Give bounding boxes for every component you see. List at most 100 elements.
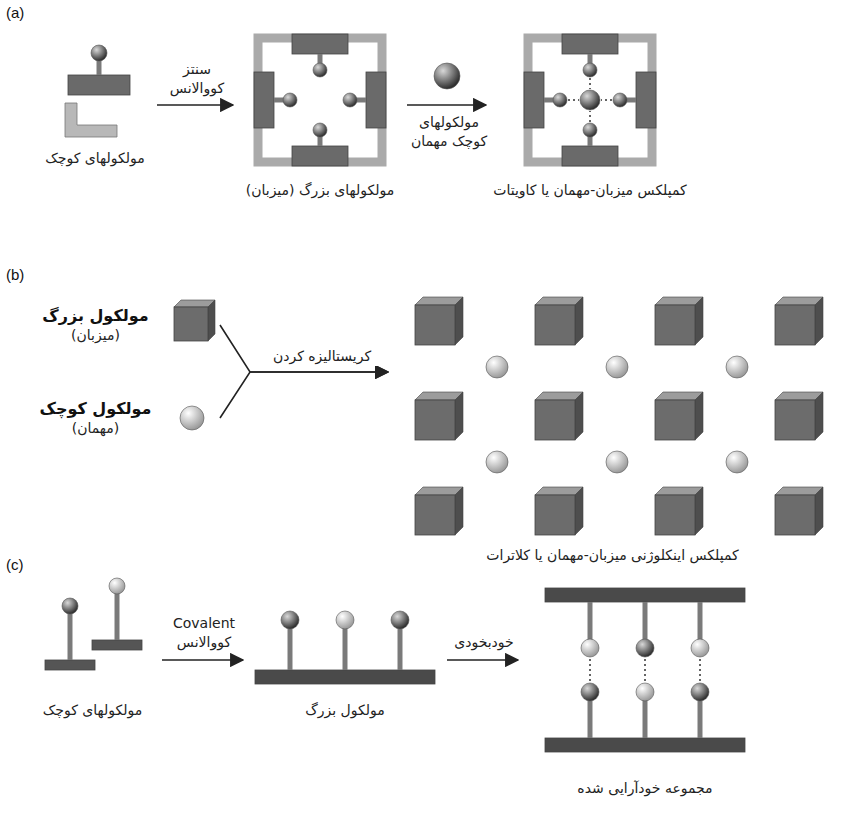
- molecule-ball: [109, 578, 125, 594]
- molecule-block: [45, 660, 95, 670]
- molecule-block: [562, 34, 618, 54]
- molecule-ball: [434, 63, 460, 89]
- molecule-ball: [553, 93, 567, 107]
- cube-side: [815, 487, 823, 535]
- molecule-stick: [398, 628, 403, 670]
- cube-front: [775, 400, 815, 440]
- molecule-ball: [486, 451, 508, 473]
- caption-text: مولکول کوچک: [40, 398, 152, 420]
- weak-bond: [589, 111, 591, 122]
- molecule-ball: [726, 356, 748, 378]
- molecule-ball: [391, 611, 409, 629]
- weak-bond: [644, 659, 646, 681]
- cube-side: [455, 487, 463, 535]
- molecule-block: [255, 670, 435, 684]
- molecule-block: [92, 640, 142, 650]
- molecule-ball: [281, 611, 299, 629]
- molecule-stick: [343, 628, 348, 670]
- caption-text: (مهمان): [72, 419, 120, 438]
- reaction-arrow: [220, 372, 388, 418]
- molecule-ball: [580, 90, 600, 110]
- molecule-ball: [581, 683, 599, 701]
- molecule-ball: [726, 451, 748, 473]
- legend-item: مولکول کوچک(مهمان): [28, 388, 218, 448]
- molecule-ball: [336, 611, 354, 629]
- stage-group: مولکولهای کوچک: [25, 580, 160, 722]
- stage-group: کمپلکس میزبان-مهمان یا کاویتات: [488, 28, 692, 202]
- molecule-stick: [588, 700, 593, 738]
- molecule-ball: [613, 93, 627, 107]
- molecule-ball: [691, 639, 709, 657]
- arrow-label: خودبخودی: [446, 633, 522, 652]
- molecule-ball: [583, 63, 597, 77]
- cube-side: [208, 300, 215, 341]
- weak-bond: [589, 78, 591, 89]
- l-molecule: [65, 103, 117, 137]
- caption-text: مولکول بزرگ: [305, 701, 385, 720]
- reaction-arrow: [220, 325, 388, 372]
- cube-side: [575, 487, 583, 535]
- molecule-ball: [583, 123, 597, 137]
- molecule-block: [524, 72, 544, 128]
- cube-front: [775, 305, 815, 345]
- molecule-ball: [486, 356, 508, 378]
- molecule-ball: [606, 356, 628, 378]
- molecule-ball: [636, 683, 654, 701]
- molecule-ball: [581, 639, 599, 657]
- stage-group: کمپلکس اینکلوژنی میزبان-مهمان یا کلاترات: [390, 283, 835, 567]
- reaction-arrow: [157, 104, 233, 106]
- molecule-ball: [180, 406, 204, 430]
- molecule-ball: [691, 683, 709, 701]
- molecule-stick: [288, 628, 293, 670]
- caption-text: (میزبان): [71, 326, 120, 345]
- weak-bond: [568, 99, 579, 101]
- reaction-arrow: [162, 659, 243, 661]
- molecule-block: [545, 588, 745, 602]
- molecule-block: [562, 146, 618, 166]
- cube-side: [455, 392, 463, 440]
- stage-group: مولکولهای کوچک: [35, 40, 155, 170]
- cube-side: [695, 487, 703, 535]
- cube-front: [535, 400, 575, 440]
- molecule-stick: [643, 602, 648, 640]
- panel-label: (a): [6, 4, 24, 21]
- molecule-block: [254, 72, 274, 128]
- molecule-ball: [62, 598, 78, 614]
- caption-text: مولکولهای بزرگ (میزبان): [246, 181, 395, 200]
- arrow-label: مولکولهای کوچک مهمان: [404, 113, 494, 151]
- molecule-stick: [698, 700, 703, 738]
- molecule-stick: [588, 602, 593, 640]
- molecule-block: [636, 72, 656, 128]
- molecule-ball: [283, 93, 297, 107]
- panel-label: (c): [6, 556, 24, 573]
- panel-label: (b): [6, 266, 24, 283]
- arrow-label: کریستالیزه کردن: [256, 347, 388, 366]
- arrow-label: Covalent کووالانس: [163, 614, 245, 652]
- caption-text: کمپلکس میزبان-مهمان یا کاویتات: [493, 181, 687, 200]
- molecule-ball: [313, 63, 327, 77]
- molecule-block: [68, 75, 130, 95]
- caption-text: مولکولهای کوچک: [43, 701, 142, 720]
- cube-front: [535, 305, 575, 345]
- caption-text: مجموعه خودآرایی شده: [577, 779, 712, 798]
- host-frame: [528, 38, 652, 162]
- weak-bond: [601, 99, 612, 101]
- cube-side: [575, 392, 583, 440]
- molecule-block: [292, 146, 348, 166]
- cube-side: [815, 297, 823, 345]
- molecule-ball: [636, 639, 654, 657]
- cube-side: [815, 392, 823, 440]
- molecule-stick: [643, 700, 648, 738]
- host-frame: [258, 38, 382, 162]
- cube-side: [575, 297, 583, 345]
- arrow-label: سنتز کووالانس: [158, 60, 236, 98]
- cube-side: [455, 297, 463, 345]
- molecule-ball: [313, 123, 327, 137]
- cube-front: [415, 495, 455, 535]
- cube-front: [655, 495, 695, 535]
- cube-front: [415, 400, 455, 440]
- caption-text: مولکول بزرگ: [42, 305, 148, 327]
- molecule-block: [366, 72, 386, 128]
- molecule-stick: [97, 60, 102, 75]
